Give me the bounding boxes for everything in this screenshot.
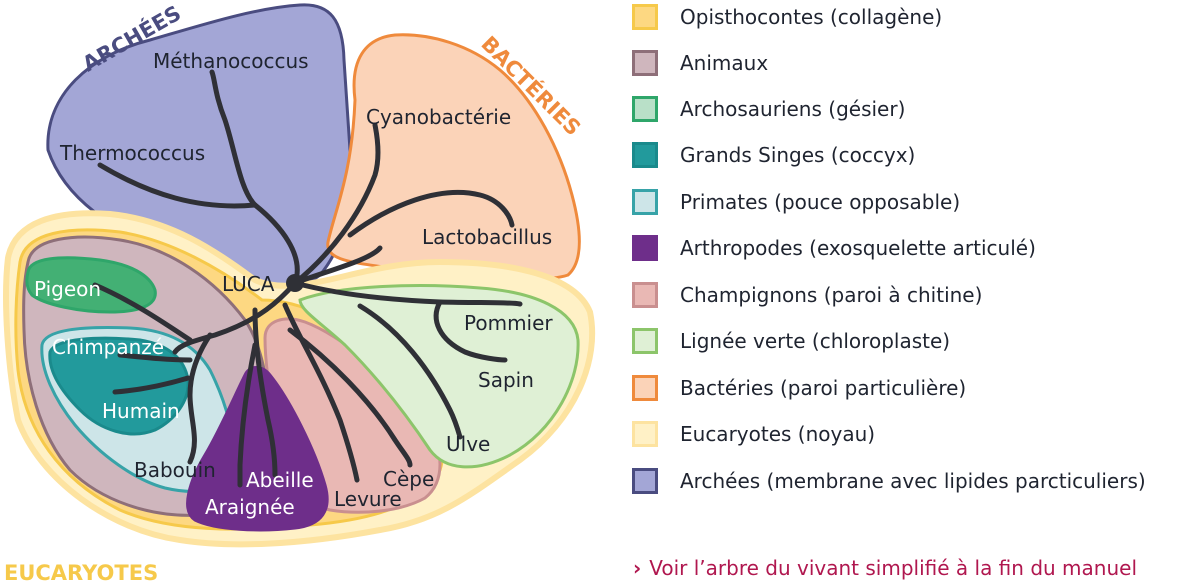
legend-label: Champignons (paroi à chitine) — [680, 283, 983, 307]
legend-label: Lignée verte (chloroplaste) — [680, 329, 951, 353]
legend-item-opisthocontes: Opisthocontes (collagène) — [632, 0, 942, 34]
legend-item-champignons: Champignons (paroi à chitine) — [632, 278, 982, 312]
legend-label: Grands Singes (coccyx) — [680, 143, 916, 167]
legend-label: Bactéries (paroi particulière) — [680, 376, 967, 400]
legend-swatch — [632, 50, 658, 76]
leaf-cepe: Cèpe — [383, 467, 434, 491]
legend-label: Eucaryotes (noyau) — [680, 422, 876, 446]
luca-label: LUCA — [222, 272, 275, 296]
arthropodes-region — [186, 366, 329, 532]
legend-item-primates: Primates (pouce opposable) — [632, 185, 960, 219]
legend-swatch — [632, 235, 658, 261]
legend-swatch — [632, 142, 658, 168]
legend-label: Archées (membrane avec lipides parcticul… — [680, 469, 1146, 493]
legend: Opisthocontes (collagène) Animaux Archos… — [632, 0, 1200, 560]
legend-swatch — [632, 4, 658, 30]
leaf-thermococcus: Thermococcus — [59, 141, 205, 165]
legend-label: Opisthocontes (collagène) — [680, 5, 943, 29]
legend-item-archees: Archées (membrane avec lipides parcticul… — [632, 464, 1146, 498]
legend-item-grands-singes: Grands Singes (coccyx) — [632, 138, 915, 172]
eucaryotes-title: EUCARYOTES — [4, 561, 158, 585]
legend-swatch — [632, 96, 658, 122]
footnote-link[interactable]: › Voir l’arbre du vivant simplifié à la f… — [633, 556, 1137, 580]
legend-swatch — [632, 375, 658, 401]
leaf-sapin: Sapin — [478, 368, 534, 392]
lignee-verte-region — [298, 284, 580, 469]
legend-item-bacteries: Bactéries (paroi particulière) — [632, 371, 966, 405]
leaf-araignee: Araignée — [205, 495, 295, 519]
leaf-abeille: Abeille — [246, 468, 314, 492]
tree-branches — [92, 69, 523, 488]
tree-of-life-diagram: ARCHÉES BACTÉRIES EUCARYOTES LUCA Méthan… — [3, 0, 596, 585]
leaf-humain: Humain — [102, 399, 180, 423]
leaf-methanococcus: Méthanococcus — [153, 49, 309, 73]
legend-label: Animaux — [680, 51, 769, 75]
legend-swatch — [632, 421, 658, 447]
leaf-ulve: Ulve — [446, 432, 490, 456]
legend-item-archosauriens: Archosauriens (gésier) — [632, 92, 905, 126]
legend-item-animaux: Animaux — [632, 46, 768, 80]
legend-label: Arthropodes (exosquelette articulé) — [680, 236, 1036, 260]
leaf-chimpanze: Chimpanzé — [52, 335, 164, 359]
legend-item-arthropodes: Arthropodes (exosquelette articulé) — [632, 231, 1036, 265]
leaf-cyanobacterie: Cyanobactérie — [366, 105, 511, 129]
leaf-babouin: Babouin — [134, 458, 216, 482]
luca-node — [286, 274, 304, 292]
footnote-text: Voir l’arbre du vivant simplifié à la fi… — [649, 556, 1137, 580]
grands-singes-region — [48, 336, 190, 436]
legend-swatch — [632, 282, 658, 308]
legend-swatch — [632, 189, 658, 215]
leaf-pommier: Pommier — [464, 311, 553, 335]
legend-item-lignee-verte: Lignée verte (chloroplaste) — [632, 324, 950, 358]
legend-item-eucaryotes: Eucaryotes (noyau) — [632, 417, 875, 451]
legend-swatch — [632, 468, 658, 494]
bacteries-region — [326, 33, 581, 281]
leaf-pigeon: Pigeon — [34, 277, 101, 301]
legend-label: Primates (pouce opposable) — [680, 190, 961, 214]
legend-label: Archosauriens (gésier) — [680, 97, 906, 121]
leaf-lactobacillus: Lactobacillus — [422, 225, 552, 249]
chevron-right-icon: › — [633, 556, 642, 580]
legend-swatch — [632, 328, 658, 354]
leaf-levure: Levure — [334, 487, 402, 511]
